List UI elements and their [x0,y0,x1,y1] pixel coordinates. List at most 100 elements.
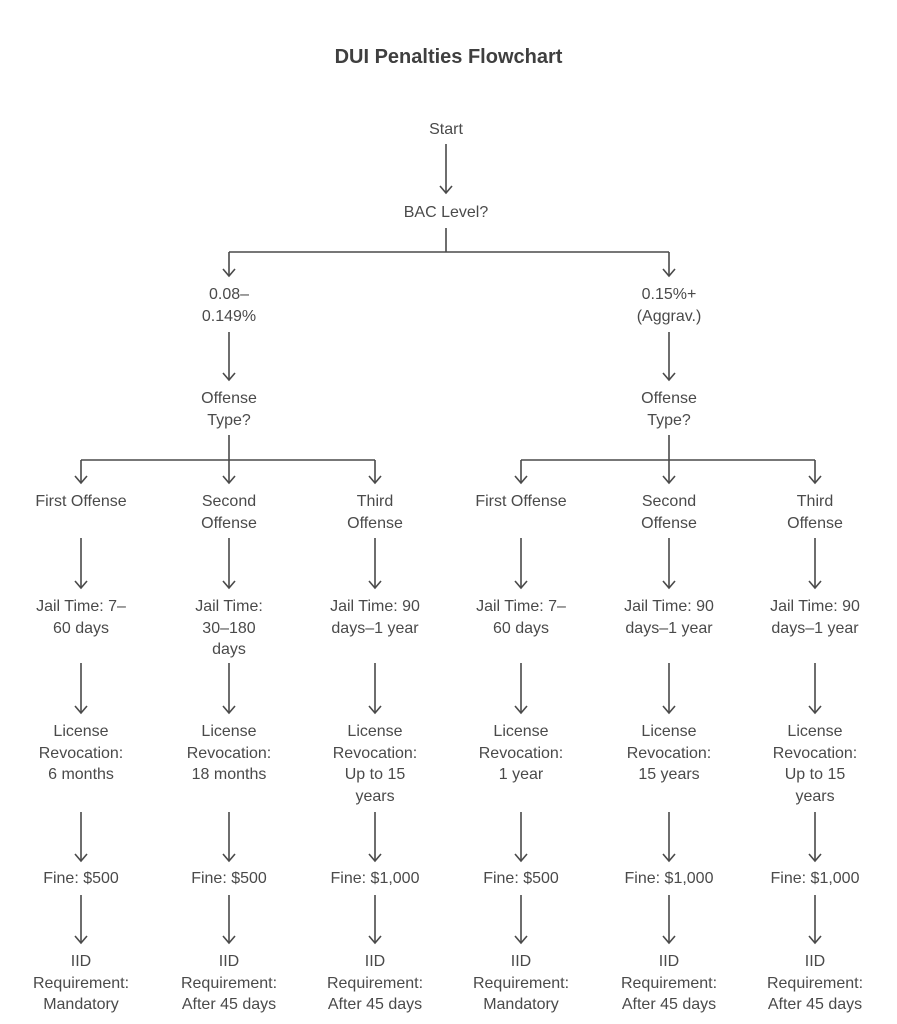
node-branch-1-col-2-jail-time-line: days [212,641,246,658]
edge-branch-1-col-1-to-iid-arrowhead-icon [74,935,88,945]
edge-branch-2-col-1-to-offense-arrowhead-icon [514,475,528,485]
edge-branch-2-col-3-to-license-arrowhead-icon [808,705,822,715]
node-branch-1-col-1-jail-time-line: Jail Time: 7– [36,598,126,615]
node-branch-2-col-2-jail-time-line: Jail Time: 90 [624,598,714,615]
node-branch-1-col-1-iid-requirement-line: Mandatory [43,996,119,1013]
edge-branch-1-col-3-to-offense-arrowhead-icon [368,475,382,485]
node-bac-level: BAC Level? [404,202,489,224]
edge-branch-1-col-3-to-jail-arrowhead-icon [368,580,382,590]
edge-branch-2-col-3-to-offense-arrowhead-icon [808,475,822,485]
node-branch-2-col-3-fine-line: Fine: $1,000 [770,870,860,887]
node-branch-1-col-3-offense-line: Offense [347,514,403,532]
node-branch-1-col-2-fine-line: Fine: $500 [191,870,267,887]
node-branch-1-col-2-iid-requirement-line: Requirement: [180,974,278,992]
node-branch-2-col-2-fine-line: Fine: $1,000 [624,870,714,887]
node-branch-2-col-1-fine-line: Fine: $500 [483,870,559,887]
edge-branch-2-col-1-to-fine-arrowhead-icon [514,853,528,863]
edge-branch-2-col-1-to-jail-arrowhead-icon [514,580,528,590]
node-branch-1-col-3-iid-requirement-line: IID [364,953,386,970]
node-branch-1-col-1-license-revocation-line: Revocation: [38,744,124,762]
node-branch-2-col-2-iid-requirement-line: IID [658,953,680,970]
node-branch-1-col-3-license-revocation-line: Up to 15 [344,766,406,783]
node-branch-1-col-2-iid-requirement-line: After 45 days [181,996,277,1013]
node-branch-2-bac-range-line: (Aggrav.) [636,307,702,325]
node-branch-1-col-1-offense: First Offense [35,491,126,513]
node-branch-1-col-3-iid-requirement-line: Requirement: [326,974,424,992]
edge-branch-2-col-1-to-license-arrowhead-icon [514,705,528,715]
node-branch-2-col-3-iid-requirement-line: IID [804,953,826,970]
edge-branch-1-col-2-to-iid-arrowhead-icon [222,935,236,945]
edge-branch-2-col-3-to-fine-arrowhead-icon [808,853,822,863]
node-branch-2-col-2-jail-time: Jail Time: 90 days–1 year [624,596,714,639]
edge-branch-1-col-3-to-fine-arrowhead-icon [368,853,382,863]
node-branch-2-col-3-fine: Fine: $1,000 [771,868,860,890]
node-branch-2-col-3-license-revocation-line: years [795,787,835,805]
node-branch-2-col-3-license-revocation-line: Up to 15 [784,766,846,783]
node-branch-1-col-2-jail-time: Jail Time: 30–180 days [195,596,263,661]
edge-bac-to-branch-2-arrowhead-icon [662,268,676,278]
node-branch-1-col-3-license-revocation-line: years [355,787,395,805]
node-branch-2-col-2-iid-requirement-line: After 45 days [621,996,717,1013]
node-branch-1-col-2-jail-time-line: 30–180 [202,619,256,637]
node-branch-1-col-1-jail-time: Jail Time: 7– 60 days [36,596,126,639]
node-branch-2-offense-type-line: Offense [641,390,697,407]
node-branch-2-col-1-offense: First Offense [475,491,566,513]
node-branch-1-col-3-license-revocation-line: License [347,723,403,740]
node-branch-1-col-2-fine: Fine: $500 [191,868,267,890]
node-branch-1-col-1-license-revocation-line: 6 months [48,766,114,783]
node-branch-2-col-2-fine: Fine: $1,000 [625,868,714,890]
edge-branch-2-col-2-to-license-arrowhead-icon [662,705,676,715]
node-branch-2-col-2-jail-time-line: days–1 year [625,619,713,637]
edge-branch-1-col-1-to-jail-arrowhead-icon [74,580,88,590]
node-branch-1-col-2-offense-line: Second [201,493,257,510]
node-branch-1-col-1-jail-time-line: 60 days [52,619,110,637]
edge-bac-to-branch-1-arrowhead-icon [222,268,236,278]
node-branch-1-col-1-iid-requirement-line: IID [70,953,92,970]
node-branch-2-col-2-license-revocation-line: Revocation: [626,744,712,762]
node-branch-2-col-1-jail-time: Jail Time: 7–60 days [476,596,566,639]
node-branch-2-offense-type-line: Type? [647,411,691,429]
node-branch-2-col-1-jail-time-line: 60 days [492,619,550,637]
node-branch-2-bac-range: 0.15%+(Aggrav.) [637,284,702,327]
node-branch-2-col-1-iid-requirement-line: Requirement: [472,974,570,992]
node-branch-2-col-1-iid-requirement-line: Mandatory [483,996,559,1013]
node-branch-1-bac-range: 0.08–0.149% [202,284,256,327]
node-branch-2-col-2-license-revocation-line: 15 years [638,766,700,783]
edge-branch-2-col-3-to-jail-arrowhead-icon [808,580,822,590]
node-branch-2-col-1-offense-line: First Offense [475,493,567,510]
edge-branch-2-col-2-to-jail-arrowhead-icon [662,580,676,590]
node-branch-2-col-3-license-revocation-line: Revocation: [772,744,858,762]
edge-branch-1-col-2-to-license-arrowhead-icon [222,705,236,715]
node-branch-2-col-3-license-revocation-line: License [787,723,843,740]
edge-branch-1-col-3-to-iid-arrowhead-icon [368,935,382,945]
node-branch-1-col-2-license-revocation-line: 18 months [191,766,267,783]
edge-branch-1-col-1-to-offense-arrowhead-icon [74,475,88,485]
edge-branch-1-col-2-to-fine-arrowhead-icon [222,853,236,863]
node-branch-1-col-2-jail-time-line: Jail Time: [195,598,263,615]
node-branch-2-col-3-iid-requirement-line: Requirement: [766,974,864,992]
node-branch-1-col-2-offense-line: Offense [201,514,257,532]
node-start: Start [429,119,463,141]
node-branch-2-col-3-jail-time-line: days–1 year [771,619,859,637]
node-branch-1-col-2-license-revocation-line: License [201,723,257,740]
edge-branch-2-to-question-arrowhead-icon [662,372,676,382]
node-bac-level-line: BAC Level? [403,204,489,221]
edge-branch-2-col-3-to-iid-arrowhead-icon [808,935,822,945]
node-branch-1-col-1-offense-line: First Offense [35,493,127,510]
edge-branch-1-to-question-arrowhead-icon [222,372,236,382]
